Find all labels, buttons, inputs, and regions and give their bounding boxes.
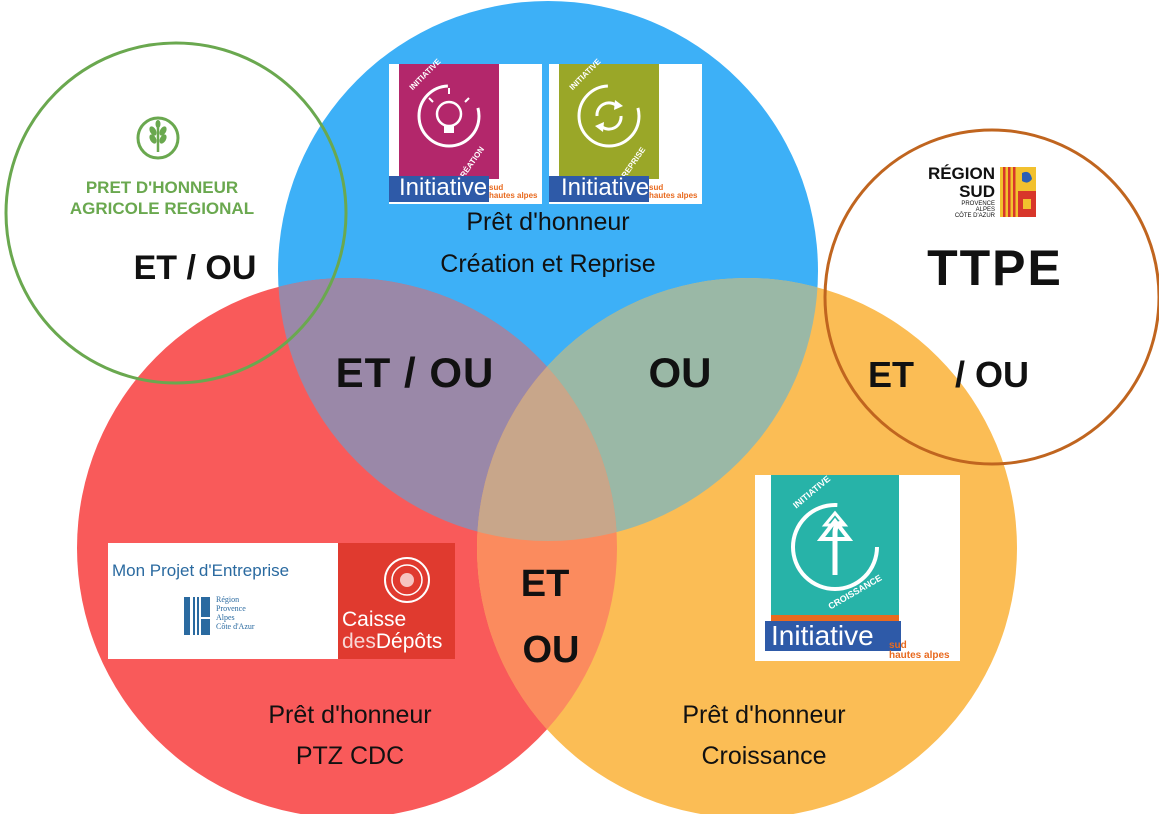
logo-initiative-creation: INITIATIVE CRÉATION Initiative sud haute…: [389, 57, 542, 204]
croissance-badge: INITIATIVE CROISSANCE: [771, 474, 899, 615]
creation-brand-bar: Initiative: [389, 174, 489, 202]
bottom-right-subtitle: Croissance: [701, 742, 827, 770]
reprise-brand: Initiative: [561, 174, 650, 201]
caisse-line2-a: des: [342, 630, 376, 653]
caisse-line2: desDépôts: [342, 631, 442, 653]
agricole-logo-text: PRET D'HONNEUR AGRICOLE REGIONAL: [62, 177, 262, 219]
mon-projet-title: Mon Projet d'Entreprise: [112, 561, 290, 580]
overlap-label-bottom-2: OU: [522, 629, 580, 671]
connector-right-ou: / OU: [955, 354, 1030, 395]
region-line1: RÉGION: [927, 164, 995, 183]
reprise-tag1: sud: [649, 183, 664, 192]
overlap-label-left: ET / OU: [335, 349, 495, 396]
bottom-left-title: Prêt d'honneur: [268, 701, 432, 729]
caisse-line1: Caisse: [342, 608, 407, 631]
mp-region4: Côte d'Azur: [216, 622, 255, 631]
croissance-tag1: sud: [889, 640, 907, 651]
logo-region-sud: RÉGION SUD PROVENCE ALPES CÔTE D'AZUR: [922, 165, 1062, 225]
creation-tag2: hautes alpes: [489, 191, 538, 200]
croissance-tag2: hautes alpes: [889, 650, 950, 661]
croissance-tag: sud hautes alpes: [889, 641, 950, 661]
logo-mon-projet: Mon Projet d'Entreprise Région Provence …: [108, 543, 338, 659]
region-small3: CÔTE D'AZUR: [954, 213, 995, 219]
creation-tag1: sud: [489, 183, 504, 192]
reprise-badge: INITIATIVE REPRISE: [559, 57, 659, 179]
creation-badge: INITIATIVE CRÉATION: [399, 57, 499, 184]
bottom-left-subtitle: PTZ CDC: [295, 742, 405, 770]
overlap-creation-ptz: [278, 278, 617, 541]
wheat-icon: [136, 116, 180, 160]
croissance-accent-bar: [771, 615, 899, 621]
seal-icon: [384, 557, 430, 603]
mp-region1: Région: [216, 595, 240, 604]
logo-initiative-croissance: INITIATIVE CROISSANCE Initiative sud hau…: [755, 474, 960, 661]
lightbulb-icon: [417, 84, 481, 148]
logo-initiative-reprise: INITIATIVE REPRISE Initiative sud hautes…: [549, 57, 702, 204]
region-small1: PROVENCE: [961, 201, 995, 207]
logo-caisse-depots: Caisse desDépôts: [338, 543, 455, 659]
creation-tag: sud hautes alpes: [489, 184, 537, 200]
mon-projet-region: Région Provence Alpes Côte d'Azur: [216, 595, 255, 631]
croissance-brand-bar: Initiative: [765, 620, 901, 651]
caisse-line2-b: Dépôts: [375, 630, 443, 653]
reprise-tag2: hautes alpes: [649, 191, 698, 200]
region-small2: ALPES: [975, 207, 995, 213]
connector-left: ET / OU: [133, 249, 257, 287]
ring-agricole: [4, 41, 348, 385]
connector-right-et: ET: [868, 354, 915, 395]
reprise-tag: sud hautes alpes: [649, 184, 697, 200]
reprise-brand-bar: Initiative: [549, 174, 650, 202]
agricole-line2: AGRICOLE REGIONAL: [69, 199, 255, 218]
agricole-line1: PRET D'HONNEUR: [85, 178, 239, 197]
overlap-creation-croissance: [477, 278, 818, 541]
region-title: RÉGION SUD: [927, 165, 995, 201]
overlap-label-bottom-1: ET: [520, 563, 570, 605]
growth-arrow-icon: [791, 503, 879, 591]
ttpe-title: TTPE: [927, 240, 1063, 296]
region-line2: SUD: [959, 182, 995, 201]
top-circle-subtitle: Création et Reprise: [440, 250, 656, 278]
top-circle-title: Prêt d'honneur: [466, 208, 630, 236]
region-emblem-icon: [184, 597, 210, 635]
ring-ttpe: [823, 128, 1159, 466]
croissance-brand: Initiative: [771, 620, 874, 651]
overlap-label-right: OU: [648, 349, 712, 396]
region-shield-icon: [1000, 167, 1036, 217]
mp-region3: Alpes: [216, 613, 235, 622]
mp-region2: Provence: [216, 604, 246, 613]
creation-brand: Initiative: [399, 174, 488, 201]
refresh-icon: [577, 84, 641, 148]
bottom-right-title: Prêt d'honneur: [682, 701, 846, 729]
region-small: PROVENCE ALPES CÔTE D'AZUR: [927, 201, 995, 219]
